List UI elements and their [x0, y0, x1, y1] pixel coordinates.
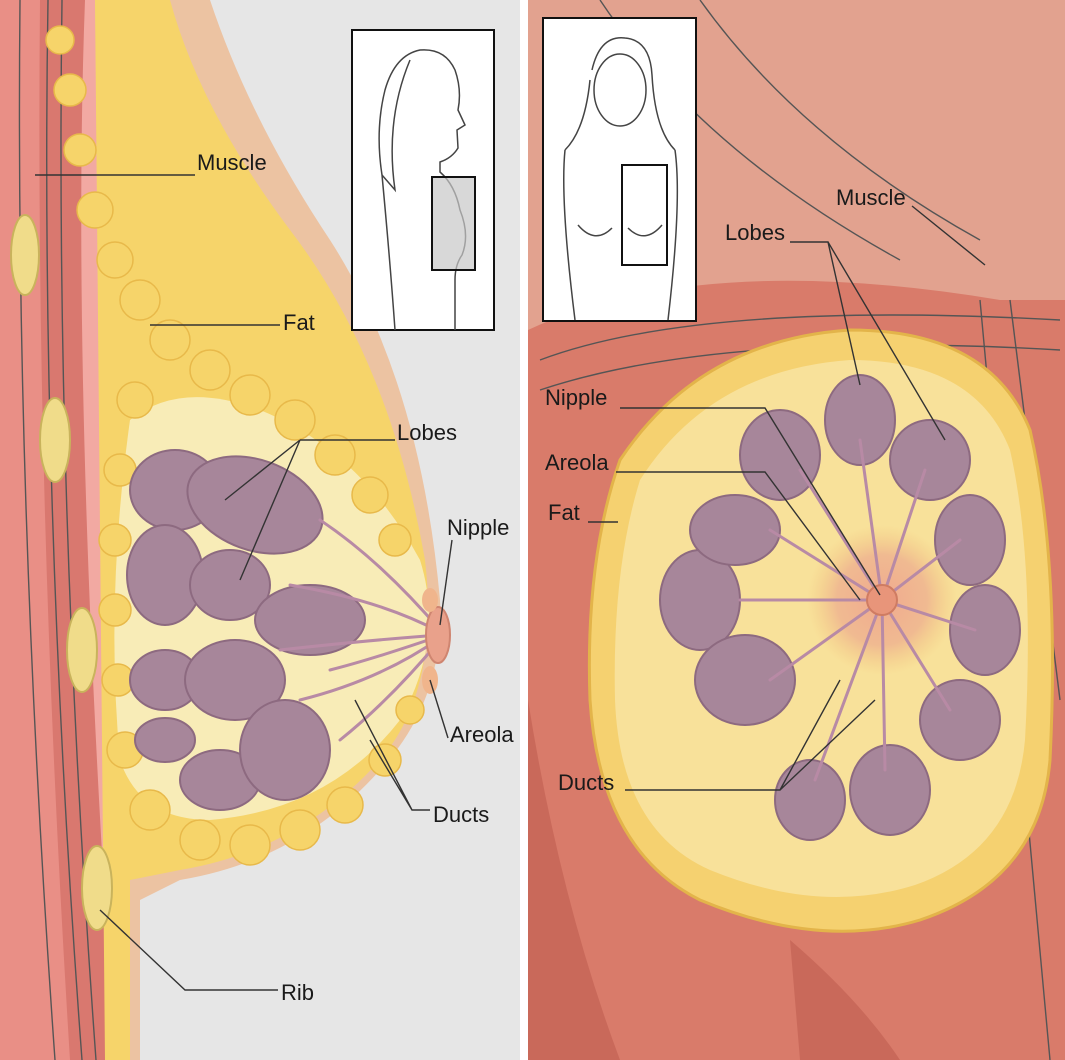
label-muscle-side: Muscle — [197, 150, 267, 175]
inset-side-highlight-box — [432, 177, 475, 270]
label-lobes-side: Lobes — [397, 420, 457, 445]
label-nipple-front: Nipple — [545, 385, 607, 410]
front-view-inset — [543, 18, 696, 321]
label-fat-side: Fat — [283, 310, 315, 335]
label-ducts-side: Ducts — [433, 802, 489, 827]
label-lobes-front: Lobes — [725, 220, 785, 245]
nipple-front — [867, 585, 897, 615]
label-fat-front: Fat — [548, 500, 580, 525]
panel-divider — [520, 0, 528, 1060]
side-view-panel: Muscle Fat Lobes Nipple Areola Ducts Rib — [0, 0, 520, 1060]
label-rib-side: Rib — [281, 980, 314, 1005]
label-areola-side: Areola — [450, 722, 514, 747]
label-nipple-side: Nipple — [447, 515, 509, 540]
label-ducts-front: Ducts — [558, 770, 614, 795]
front-view-panel: Muscle Lobes Nipple Areola Fat Ducts — [528, 0, 1065, 1060]
areola-side-upper — [422, 588, 438, 612]
nipple-side — [426, 607, 450, 663]
side-view-inset — [352, 30, 494, 330]
label-muscle-front: Muscle — [836, 185, 906, 210]
label-areola-front: Areola — [545, 450, 609, 475]
